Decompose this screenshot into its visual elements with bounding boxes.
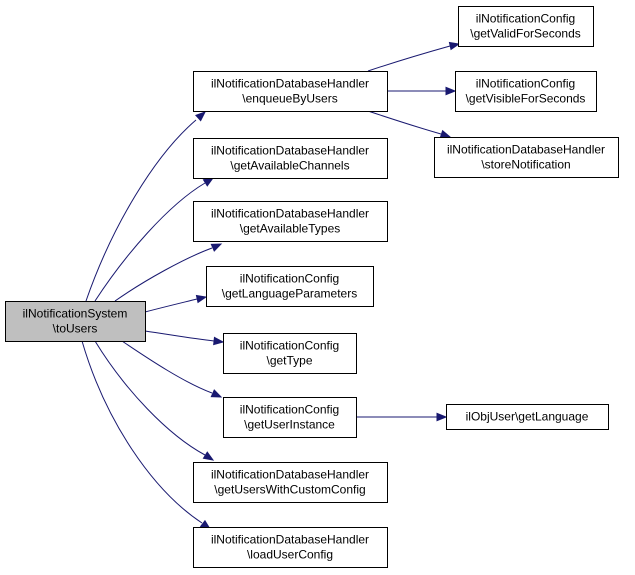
arrowhead-icon	[195, 111, 207, 122]
node-label-line: \loadUserConfig	[247, 548, 333, 562]
edge-line	[121, 340, 213, 394]
edge-enqueue-to-validfor	[367, 41, 461, 72]
node-validfor[interactable]: ilNotificationConfig\getValidForSeconds	[458, 6, 594, 47]
node-visiblefor[interactable]: ilNotificationConfig\getVisibleForSecond…	[455, 71, 597, 112]
edge-root-to-gettype	[144, 330, 225, 346]
node-store[interactable]: ilNotificationDatabaseHandler\storeNotif…	[434, 137, 619, 178]
edge-line	[144, 298, 198, 313]
node-enqueue[interactable]: ilNotificationDatabaseHandler\enqueueByU…	[193, 71, 388, 112]
edge-root-to-langparams	[144, 294, 208, 313]
node-box	[223, 333, 357, 374]
node-box	[223, 397, 357, 438]
node-label-line: ilNotificationConfig	[240, 272, 339, 286]
arrowhead-icon	[213, 336, 225, 346]
node-label-line: \getLanguageParameters	[222, 287, 357, 301]
arrowhead-icon	[210, 243, 223, 252]
node-box	[446, 404, 609, 430]
node-types[interactable]: ilNotificationDatabaseHandler\getAvailab…	[193, 201, 388, 242]
edge-root-to-customcfg	[94, 340, 215, 461]
node-label-line: \getAvailableChannels	[230, 159, 349, 173]
node-label-line: ilNotificationDatabaseHandler	[447, 143, 605, 157]
node-box	[193, 71, 388, 112]
edge-line	[367, 45, 451, 72]
node-label-line: \toUsers	[53, 322, 98, 336]
node-box	[5, 301, 146, 342]
edge-line	[94, 182, 206, 302]
node-channels[interactable]: ilNotificationDatabaseHandler\getAvailab…	[193, 138, 388, 179]
arrowhead-icon	[210, 389, 223, 398]
edge-root-to-enqueue	[85, 111, 207, 302]
edge-line	[144, 330, 215, 342]
node-label-line: ilNotificationSystem	[23, 307, 128, 321]
edge-enqueue-to-store	[367, 110, 452, 139]
node-box	[206, 266, 374, 307]
edge-line	[94, 340, 206, 456]
node-box	[193, 462, 388, 503]
node-root[interactable]: ilNotificationSystem\toUsers	[5, 301, 146, 342]
node-langparams[interactable]: ilNotificationConfig\getLanguageParamete…	[206, 266, 374, 307]
nodes-layer: ilNotificationSystem\toUsersilNotificati…	[5, 6, 619, 568]
edge-root-to-userinst	[121, 340, 223, 398]
node-label-line: \enqueueByUsers	[242, 92, 337, 106]
arrowhead-icon	[445, 86, 457, 96]
edge-userinst-to-lang	[355, 412, 448, 422]
node-label-line: \getType	[266, 354, 312, 368]
node-box	[458, 6, 594, 47]
edge-root-to-types	[114, 243, 223, 302]
edge-root-to-loadcfg	[81, 340, 212, 530]
node-box	[434, 137, 619, 178]
node-label-line: ilNotificationDatabaseHandler	[211, 468, 369, 482]
arrowhead-icon	[436, 412, 448, 422]
node-gettype[interactable]: ilNotificationConfig\getType	[223, 333, 357, 374]
node-label-line: \getValidForSeconds	[470, 27, 581, 41]
node-box	[193, 527, 388, 568]
node-userinst[interactable]: ilNotificationConfig\getUserInstance	[223, 397, 357, 438]
arrowhead-icon	[195, 294, 208, 304]
node-label-line: ilNotificationConfig	[240, 403, 339, 417]
node-box	[193, 138, 388, 179]
node-loadcfg[interactable]: ilNotificationDatabaseHandler\loadUserCo…	[193, 527, 388, 568]
node-label-line: ilNotificationConfig	[476, 77, 575, 91]
node-label-line: ilObjUser\getLanguage	[466, 410, 589, 424]
node-box	[455, 71, 597, 112]
node-label-line: \getUserInstance	[244, 418, 335, 432]
node-label-line: ilNotificationDatabaseHandler	[211, 77, 369, 91]
arrowhead-icon	[439, 129, 452, 139]
node-label-line: ilNotificationConfig	[240, 339, 339, 353]
node-label-line: ilNotificationDatabaseHandler	[211, 533, 369, 547]
node-lang[interactable]: ilObjUser\getLanguage	[446, 404, 609, 430]
node-label-line: ilNotificationDatabaseHandler	[211, 207, 369, 221]
edge-enqueue-to-visiblefor	[387, 86, 457, 96]
edge-line	[114, 247, 213, 302]
arrowhead-icon	[202, 177, 215, 187]
node-label-line: \getAvailableTypes	[240, 222, 341, 236]
edge-line	[85, 119, 197, 302]
arrowhead-icon	[448, 41, 461, 51]
node-customcfg[interactable]: ilNotificationDatabaseHandler\getUsersWi…	[193, 462, 388, 503]
node-label-line: ilNotificationConfig	[476, 12, 575, 26]
node-label-line: \storeNotification	[481, 158, 570, 172]
edge-line	[81, 340, 203, 524]
node-label-line: ilNotificationDatabaseHandler	[211, 144, 369, 158]
node-label-line: \getVisibleForSeconds	[466, 92, 586, 106]
node-box	[193, 201, 388, 242]
arrowhead-icon	[202, 451, 215, 461]
node-label-line: \getUsersWithCustomConfig	[214, 483, 365, 497]
edge-line	[367, 110, 442, 135]
edges-layer	[81, 41, 461, 530]
